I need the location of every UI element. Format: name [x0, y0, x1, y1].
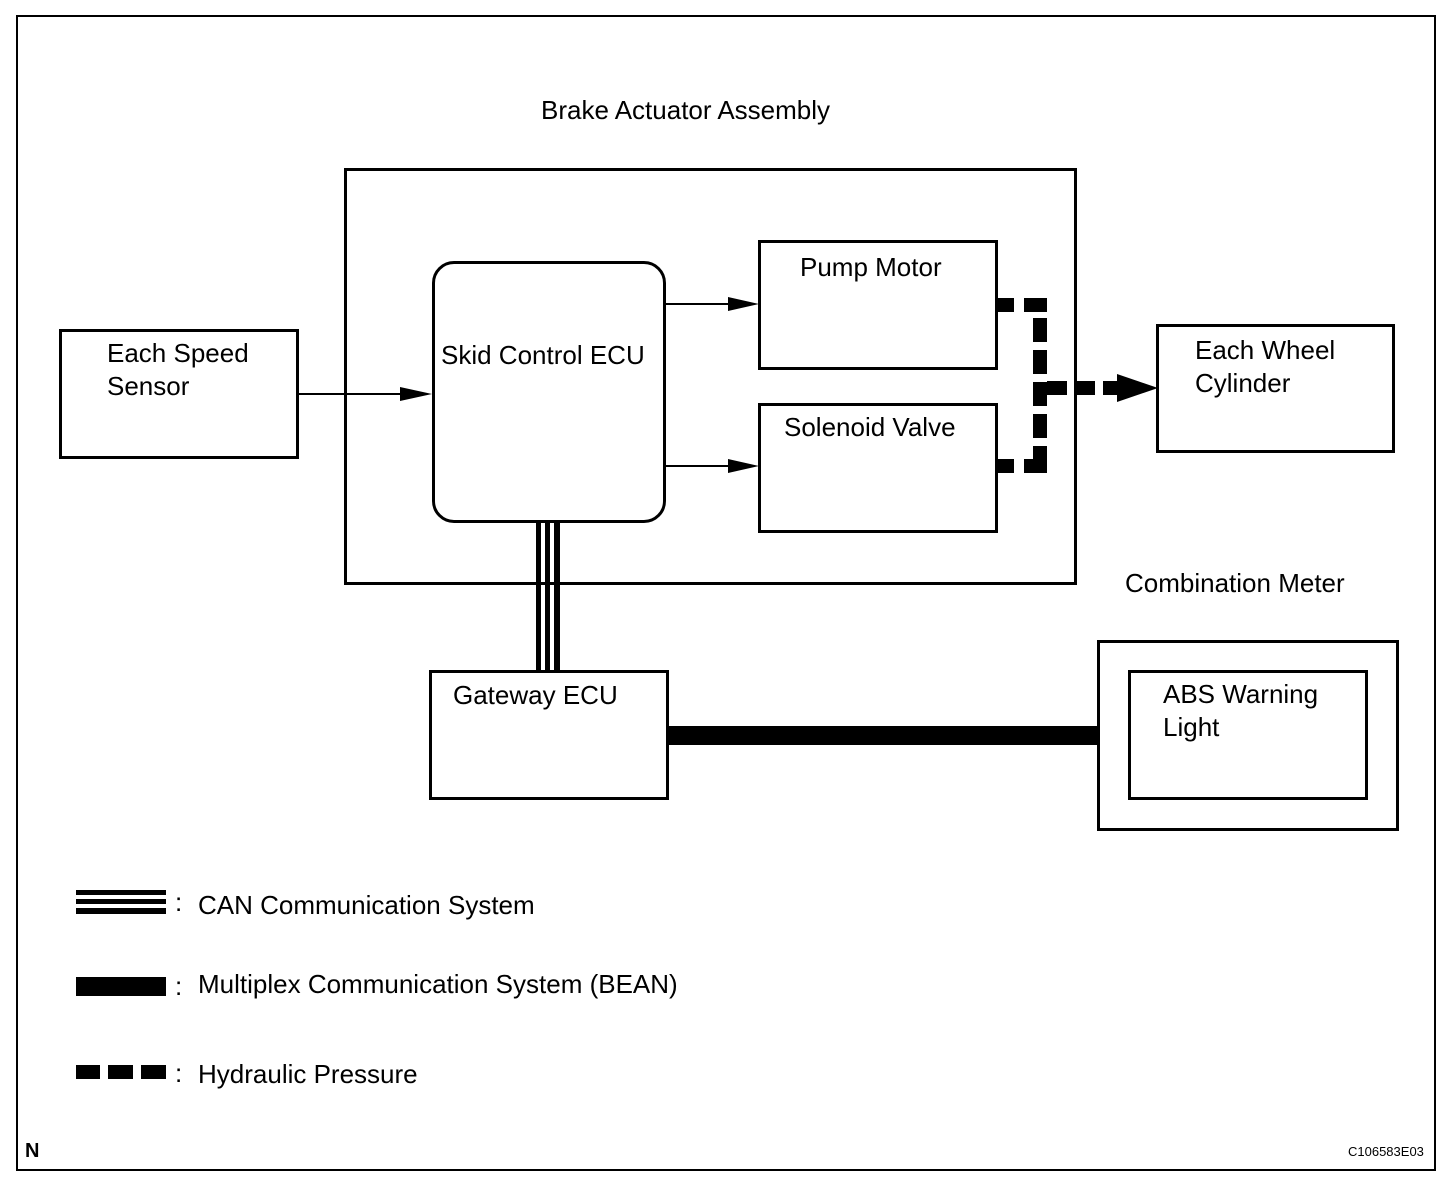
arrow-speed-to-ecu	[297, 387, 432, 401]
abs-warning-light-label-line1: ABS Warning	[1163, 679, 1319, 709]
corner-label-left: N	[25, 1140, 40, 1162]
legend-sample-bean	[76, 977, 166, 996]
abs-warning-light-box	[1128, 670, 1368, 800]
bean-line-gateway-abs	[667, 726, 1099, 745]
skid-control-ecu-label: Skid Control ECU	[441, 340, 645, 370]
figure-code: C106583E03	[1348, 1144, 1424, 1159]
skid-control-ecu-box	[432, 261, 666, 523]
legend-separator-hydraulic: :	[175, 1058, 183, 1088]
legend-label-hydraulic: Hydraulic Pressure	[198, 1059, 418, 1089]
pump-motor-box	[758, 240, 998, 370]
gateway-ecu-box	[429, 670, 669, 800]
legend-label-bean: Multiplex Communication System (BEAN)	[198, 969, 678, 999]
abs-warning-light-label-line2: Light	[1163, 712, 1220, 742]
arrow-ecu-to-solenoid	[664, 459, 759, 473]
combination-meter-box	[1097, 640, 1399, 831]
legend-label-can: CAN Communication System	[198, 890, 535, 920]
solenoid-valve-label: Solenoid Valve	[784, 412, 956, 442]
legend-sample-can	[76, 890, 166, 914]
legend-separator-can: :	[175, 887, 183, 917]
legend-sample-hydraulic	[76, 1065, 166, 1079]
pump-motor-label: Pump Motor	[800, 252, 942, 282]
can-line-ecu-gateway	[536, 521, 560, 672]
gateway-ecu-label: Gateway ECU	[453, 680, 618, 710]
wheel-cylinder-label-line1: Each Wheel	[1195, 335, 1336, 365]
arrow-ecu-to-pump	[664, 297, 759, 311]
hydraulic-lines	[997, 298, 1158, 473]
speed-sensor-box	[59, 329, 299, 459]
wheel-cylinder-box	[1156, 324, 1395, 453]
speed-sensor-label-line1: Each Speed	[107, 338, 249, 368]
solenoid-valve-box	[758, 403, 998, 533]
brake-actuator-assembly-box	[344, 168, 1077, 585]
combination-meter-label: Combination Meter	[1125, 568, 1345, 598]
speed-sensor-label-line2: Sensor	[107, 371, 190, 401]
diagram-frame	[16, 15, 1436, 1171]
wheel-cylinder-label-line2: Cylinder	[1195, 368, 1291, 398]
brake-actuator-assembly-label: Brake Actuator Assembly	[541, 95, 831, 125]
legend-separator-bean: :	[175, 971, 183, 1001]
